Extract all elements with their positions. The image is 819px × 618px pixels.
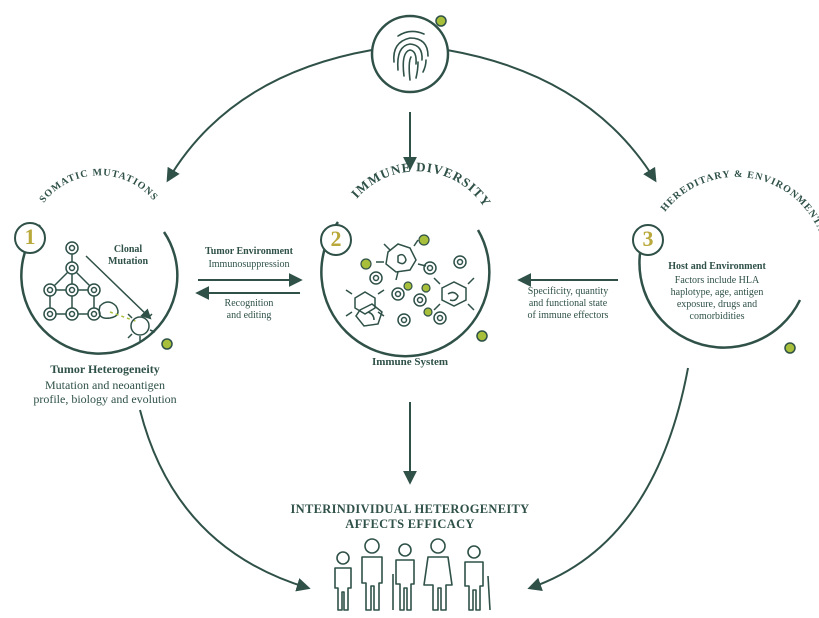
arc-right-to-bottom bbox=[527, 367, 689, 591]
immune-cell-dots bbox=[360, 234, 433, 317]
section1-arc-label: SOMATIC MUTATIONS bbox=[37, 167, 160, 205]
recognition-editing-label: Recognition and editing bbox=[224, 298, 274, 321]
host-environment-title: Host and Environment bbox=[668, 261, 766, 272]
section1-title: Tumor Heterogeneity bbox=[50, 362, 160, 376]
section1-circle bbox=[14, 222, 179, 355]
clonal-mutation-icon bbox=[43, 241, 156, 341]
immune-system-label: Immune System bbox=[371, 356, 449, 368]
immune-cells-icon bbox=[345, 239, 475, 327]
fingerprint-icon bbox=[370, 14, 450, 94]
section1-description: Mutation and neoantigen profile, biology… bbox=[33, 378, 177, 407]
section2-circle bbox=[320, 221, 491, 358]
host-environment-text: Factors include HLA haplotype, age, anti… bbox=[670, 275, 764, 322]
arc-top-to-left bbox=[166, 49, 373, 183]
section1-number: 1 bbox=[24, 224, 36, 249]
bottom-title: INTERINDIVIDUAL HETEROGENEITY AFFECTS EF… bbox=[290, 502, 530, 531]
section2-number: 2 bbox=[330, 226, 342, 251]
tumor-environment-title: Tumor Environment bbox=[205, 246, 293, 257]
people-group-icon bbox=[334, 538, 491, 611]
immunosuppression-label: Immunosuppression bbox=[208, 259, 290, 270]
clonal-mutation-label: Clonal Mutation bbox=[108, 244, 148, 267]
section2-arc-label: IMMUNE DIVERSITY bbox=[348, 159, 495, 210]
immune-effectors-label: Specificity, quantity and functional sta… bbox=[527, 286, 609, 321]
section3-number: 3 bbox=[642, 226, 654, 251]
arc-top-to-right bbox=[446, 49, 657, 183]
section3-circle bbox=[632, 224, 802, 354]
arc-left-to-bottom bbox=[139, 409, 311, 592]
